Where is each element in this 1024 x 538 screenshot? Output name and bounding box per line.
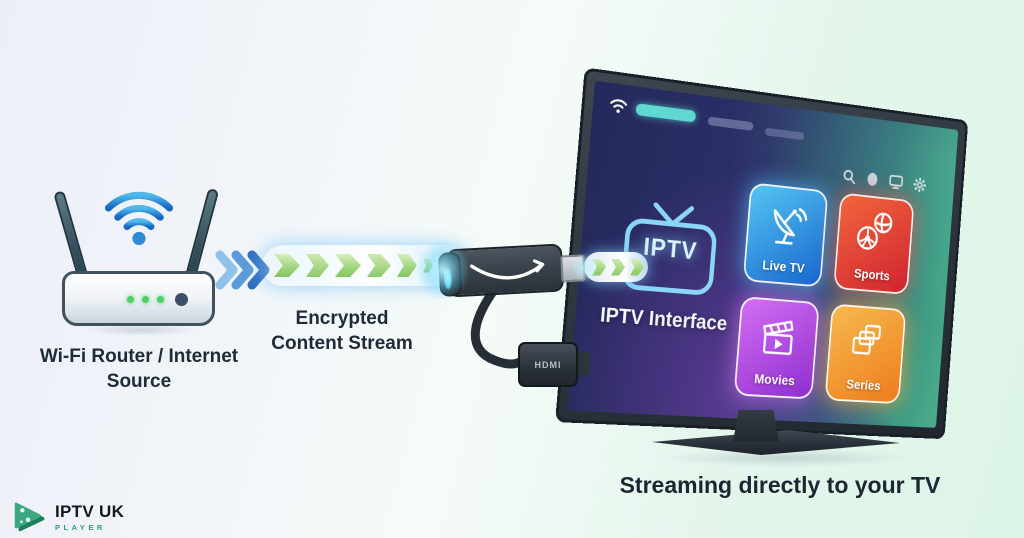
clapperboard-icon — [756, 311, 801, 361]
wifi-waves-icon — [104, 191, 174, 246]
data-packet — [335, 254, 361, 277]
data-packet — [306, 254, 329, 277]
router-led — [142, 296, 149, 303]
tile-label: Series — [845, 376, 882, 394]
display-icon[interactable] — [888, 174, 903, 190]
iptv-interface-label: IPTV Interface — [599, 303, 728, 336]
nav-pill[interactable] — [764, 127, 805, 141]
brand-subtitle: PLAYER — [55, 522, 106, 532]
caption: Streaming directly to your TV — [619, 472, 941, 498]
data-packet — [367, 254, 391, 277]
tv-stand-pedestal — [733, 410, 779, 442]
stick-tip-glow — [416, 240, 470, 300]
data-packet — [397, 254, 417, 277]
router-label: Wi-Fi Router / Internet Source — [39, 346, 239, 393]
app-tile-grid: Live TV — [733, 182, 915, 405]
stacked-screens-icon — [846, 318, 888, 367]
tile-sports[interactable]: Sports — [833, 192, 915, 295]
play-button-icon — [14, 502, 45, 532]
brand-logo: IPTV UK PLAYER — [10, 498, 124, 536]
router-shadow — [66, 322, 216, 338]
data-packet — [274, 254, 300, 277]
settings-icon[interactable] — [913, 177, 927, 193]
tile-label: Live TV — [761, 256, 806, 276]
router-led — [157, 296, 164, 303]
hdmi-label: HDMI — [534, 359, 562, 370]
streaming-stick — [437, 241, 591, 301]
brand-name: IPTV UK — [55, 501, 125, 521]
hdmi-plug-tab — [576, 352, 590, 376]
connector-glow — [566, 248, 602, 288]
router-power-button — [175, 293, 188, 306]
nav-pill-active[interactable] — [635, 103, 697, 123]
tile-live-tv[interactable]: Live TV — [742, 182, 829, 288]
encrypted-stream-band — [262, 245, 468, 286]
tile-movies[interactable]: Movies — [733, 296, 820, 400]
tile-series[interactable]: Series — [824, 303, 907, 405]
router-led — [127, 296, 134, 303]
stick-body — [445, 243, 565, 298]
amazon-smile-icon — [469, 259, 545, 280]
tile-label: Movies — [753, 370, 796, 389]
data-packet — [611, 258, 625, 276]
stream-label: Encrypted Content Stream — [271, 308, 413, 355]
sports-balls-icon — [854, 207, 896, 257]
hdmi-cable — [470, 288, 525, 369]
nav-pill[interactable] — [707, 116, 754, 131]
search-icon[interactable] — [842, 168, 856, 184]
satellite-dish-icon — [765, 198, 809, 249]
profile-icon[interactable] — [866, 171, 879, 187]
data-packet — [630, 258, 644, 276]
wifi-icon — [608, 96, 630, 114]
brand-text: IPTV UK PLAYER — [55, 503, 124, 532]
hdmi-connector: HDMI — [518, 342, 578, 387]
router-body — [62, 271, 215, 326]
tile-label: Sports — [853, 265, 891, 284]
